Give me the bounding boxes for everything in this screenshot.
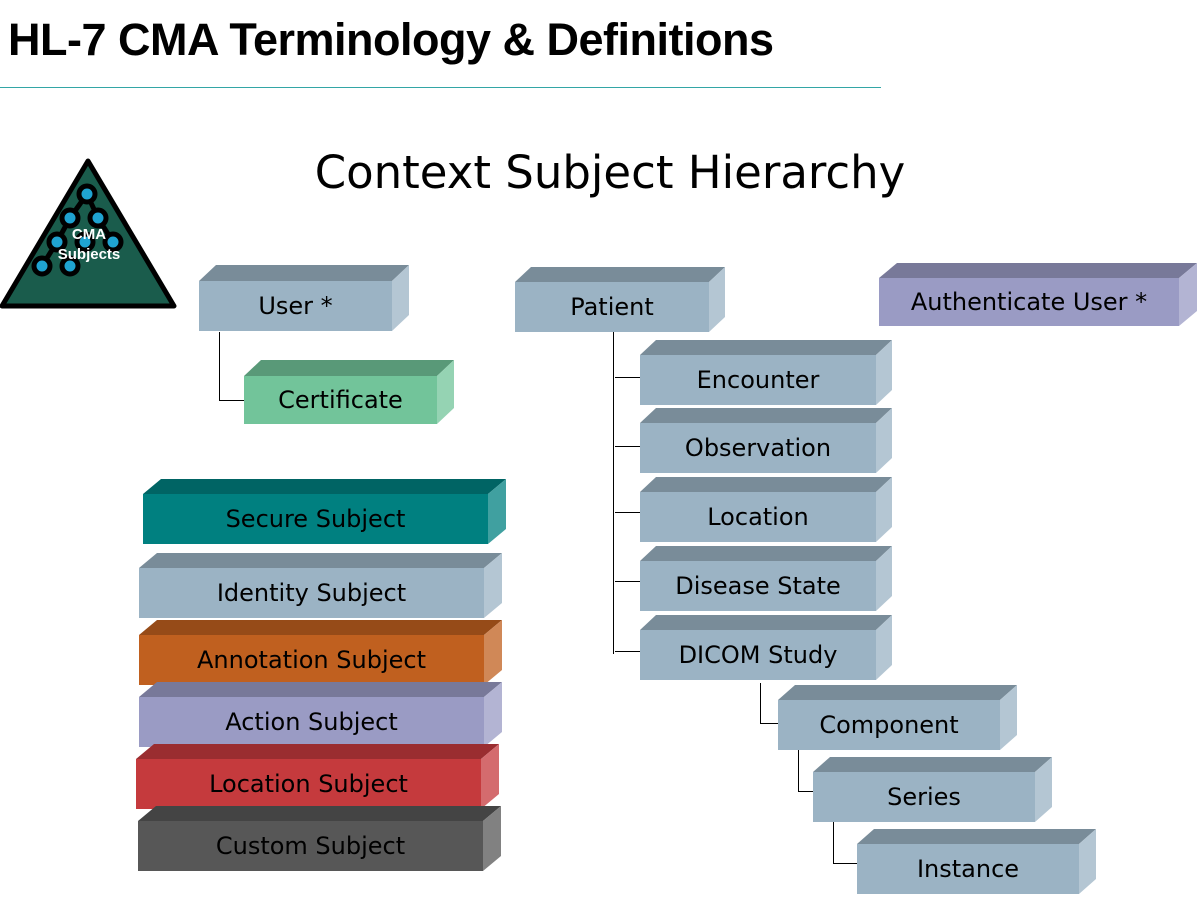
box-top-face bbox=[640, 546, 892, 561]
connector-series-instance-h bbox=[833, 863, 858, 864]
box-top-face bbox=[640, 408, 892, 423]
box-top-face bbox=[138, 806, 501, 821]
connector-user-certificate-v bbox=[219, 332, 220, 400]
box-top-face bbox=[244, 360, 454, 376]
box-side-face bbox=[1035, 757, 1052, 822]
subject-action: Action Subject bbox=[139, 682, 502, 747]
box-top-face bbox=[515, 267, 725, 282]
connector-component-series-v bbox=[798, 750, 799, 791]
node-location: Location bbox=[640, 477, 892, 542]
node-label: Component bbox=[778, 700, 1000, 750]
box-side-face bbox=[484, 620, 502, 685]
node-label: DICOM Study bbox=[640, 630, 876, 680]
box-side-face bbox=[709, 267, 725, 332]
connector-dicom-study bbox=[615, 651, 640, 652]
box-side-face bbox=[876, 477, 892, 542]
connector-encounter bbox=[615, 377, 640, 378]
node-label: User * bbox=[199, 281, 392, 331]
diagram-title: Context Subject Hierarchy bbox=[314, 146, 906, 199]
tree-nodes bbox=[31, 183, 124, 277]
subject-annotation: Annotation Subject bbox=[139, 620, 502, 685]
box-side-face bbox=[484, 682, 502, 747]
connector-location bbox=[615, 512, 640, 513]
box-side-face bbox=[876, 408, 892, 473]
subject-location: Location Subject bbox=[136, 744, 499, 809]
box-top-face bbox=[879, 263, 1197, 278]
box-top-face bbox=[136, 744, 499, 759]
box-top-face bbox=[640, 615, 892, 630]
box-top-face bbox=[139, 553, 502, 568]
node-instance: Instance bbox=[857, 829, 1096, 894]
node-dicom-study: DICOM Study bbox=[640, 615, 892, 680]
box-side-face bbox=[876, 615, 892, 680]
node-label: Authenticate User * bbox=[879, 278, 1179, 326]
node-label: Observation bbox=[640, 423, 876, 473]
box-side-face bbox=[437, 360, 454, 424]
subject-custom: Custom Subject bbox=[138, 806, 501, 871]
connector-patient-trunk bbox=[613, 332, 614, 654]
box-side-face bbox=[876, 546, 892, 611]
box-side-face bbox=[876, 340, 892, 405]
box-side-face bbox=[481, 744, 499, 809]
box-side-face bbox=[392, 265, 409, 331]
connector-user-certificate-h bbox=[219, 400, 245, 401]
subject-label: Secure Subject bbox=[143, 494, 488, 544]
box-side-face bbox=[1079, 829, 1096, 894]
box-side-face bbox=[484, 553, 502, 618]
node-label: Series bbox=[813, 772, 1035, 822]
subject-label: Custom Subject bbox=[138, 821, 483, 871]
node-label: Location bbox=[640, 492, 876, 542]
node-certificate: Certificate bbox=[244, 360, 454, 424]
node-label: Instance bbox=[857, 844, 1079, 894]
node-encounter: Encounter bbox=[640, 340, 892, 405]
subject-label: Identity Subject bbox=[139, 568, 484, 618]
subject-identity: Identity Subject bbox=[139, 553, 502, 618]
subject-secure: Secure Subject bbox=[143, 479, 506, 544]
box-side-face bbox=[1179, 263, 1197, 326]
node-authenticate-user: Authenticate User * bbox=[879, 263, 1197, 326]
node-label: Patient bbox=[515, 282, 709, 332]
connector-series-instance-v bbox=[833, 822, 834, 863]
subject-label: Annotation Subject bbox=[139, 635, 484, 685]
node-label: Encounter bbox=[640, 355, 876, 405]
box-top-face bbox=[640, 477, 892, 492]
logo-line2: Subjects bbox=[58, 246, 121, 263]
connector-disease-state bbox=[615, 581, 640, 582]
box-top-face bbox=[640, 340, 892, 355]
box-side-face bbox=[488, 479, 506, 544]
node-patient: Patient bbox=[515, 267, 725, 332]
connector-dicom-component-v bbox=[760, 683, 761, 723]
connector-component-series-h bbox=[798, 791, 814, 792]
box-top-face bbox=[778, 685, 1017, 700]
box-side-face bbox=[1000, 685, 1017, 750]
cma-subjects-logo: CMA Subjects bbox=[0, 158, 177, 309]
node-component: Component bbox=[778, 685, 1017, 750]
box-side-face bbox=[483, 806, 501, 871]
box-top-face bbox=[813, 757, 1052, 772]
box-top-face bbox=[143, 479, 506, 494]
box-top-face bbox=[139, 682, 502, 697]
node-label: Certificate bbox=[244, 376, 437, 424]
connector-observation bbox=[615, 446, 640, 447]
box-top-face bbox=[199, 265, 409, 281]
box-top-face bbox=[139, 620, 502, 635]
node-observation: Observation bbox=[640, 408, 892, 473]
logo-line1: CMA bbox=[72, 226, 106, 243]
node-series: Series bbox=[813, 757, 1052, 822]
subject-label: Action Subject bbox=[139, 697, 484, 747]
node-user: User * bbox=[199, 265, 409, 331]
subject-label: Location Subject bbox=[136, 759, 481, 809]
page-title: HL-7 CMA Terminology & Definitions bbox=[8, 14, 774, 65]
node-disease-state: Disease State bbox=[640, 546, 892, 611]
connector-dicom-component-h bbox=[760, 723, 779, 724]
node-label: Disease State bbox=[640, 561, 876, 611]
title-divider bbox=[0, 87, 881, 88]
box-top-face bbox=[857, 829, 1096, 844]
